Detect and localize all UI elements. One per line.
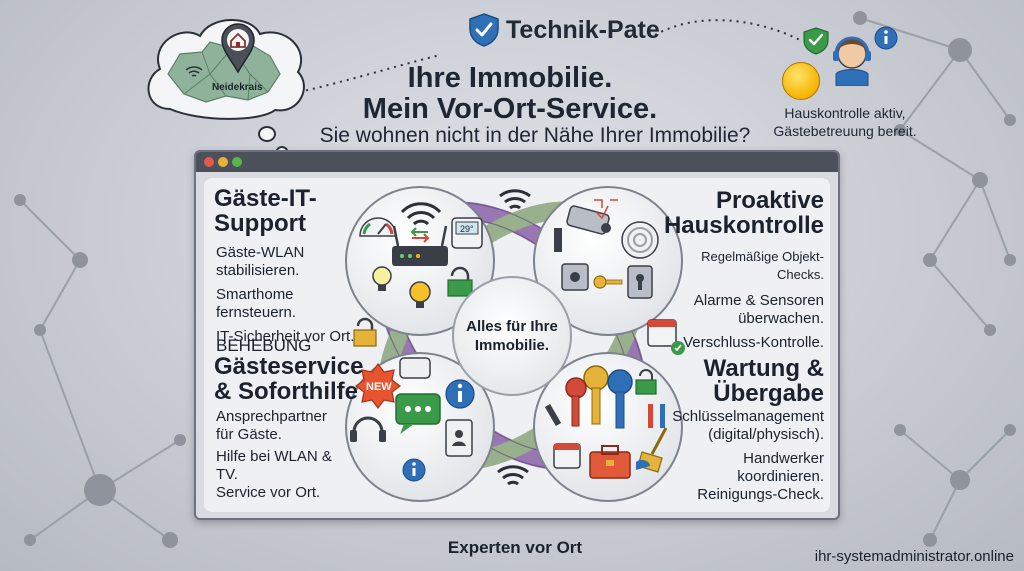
list-item: Reinigungs-Check.: [697, 486, 824, 503]
inspection-title: Proaktive Hauskontrolle: [660, 188, 824, 238]
guest-service-kicker: BEHEBUNG: [216, 336, 312, 355]
toolbox-icon: [589, 445, 631, 479]
chat-icon: [395, 357, 441, 434]
window-titlebar: [196, 152, 838, 172]
center-line-2: Immobilie.: [474, 337, 550, 354]
headline-2: Mein Vor-Ort-Service.: [362, 93, 658, 125]
brand-name: Technik-Pate: [506, 15, 660, 44]
maintenance-list: Schlüsselmanagement (digital/physisch). …: [664, 408, 824, 504]
list-item: für Gäste.: [216, 426, 282, 443]
lock-icon: [447, 266, 473, 297]
house-pin-icon: [221, 23, 255, 74]
close-dot[interactable]: [204, 157, 214, 167]
cloud-shape: [147, 19, 305, 120]
guest-service-title-2: & Soforthilfe: [214, 378, 358, 405]
wifi-icon: [499, 189, 531, 210]
shield-check-icon: [803, 27, 829, 55]
thermostat-value: 29°: [460, 224, 474, 234]
inspection-circle: [533, 186, 683, 336]
headline-1: Ihre Immobilie.: [407, 62, 613, 94]
status-line-1: Hauskontrolle aktiv,: [784, 105, 906, 121]
headset-icon: [350, 416, 386, 442]
list-item: stabilisieren.: [216, 262, 300, 279]
guest-service-title: Gästeservice & Soforthilfe: [214, 354, 363, 404]
center-text: Alles für Ihre Immobilie.: [466, 317, 558, 355]
support-agent-group: [803, 26, 898, 86]
new-badge-label: NEW: [366, 381, 392, 393]
minimize-dot[interactable]: [218, 157, 228, 167]
list-item: Regelmäßige Objekt-Checks.: [701, 249, 824, 282]
support-agent-icon: [833, 36, 871, 86]
list-item: IT-Sicherheit vor Ort.: [216, 328, 355, 345]
info-icon: [445, 379, 475, 409]
gauge-icon: [359, 217, 397, 237]
list-item: Hilfe bei WLAN &: [216, 448, 332, 465]
list-item: Service vor Ort.: [216, 484, 321, 501]
door-lock-icon: [627, 265, 653, 299]
list-item: Ansprechpartner: [216, 408, 327, 425]
new-badge: [355, 363, 401, 409]
wifi-icon: [497, 465, 529, 486]
tablet-icon: [445, 419, 473, 457]
inspection-list: Regelmäßige Objekt-Checks. Alarme & Sens…: [664, 248, 824, 352]
list-item: (digital/physisch).: [708, 426, 824, 443]
map-region-label: Neidekrais: [212, 82, 263, 93]
location-cloud: Neidekrais: [140, 14, 310, 124]
maintenance-title-2: Übergabe: [713, 380, 824, 407]
maintenance-title-1: Wartung &: [703, 355, 824, 382]
calendar-check-icon: [553, 443, 581, 469]
guest-it-title-1: Gäste-IT-: [214, 185, 317, 212]
alarm-sensor-icon: [594, 199, 659, 259]
tools-icon: [544, 403, 665, 428]
maintenance-title: Wartung & Übergabe: [660, 356, 824, 406]
guest-it-list: Gäste-WLAN stabilisieren. Smarthome fern…: [216, 244, 376, 346]
list-item: Handwerker: [743, 450, 824, 467]
router-icon: [392, 225, 448, 266]
list-item: Verschluss-Kontrolle.: [683, 334, 824, 351]
sun-icon: [782, 62, 820, 100]
info-icon: [874, 26, 898, 50]
guest-service-title-1: Gästeservice: [214, 353, 364, 380]
lock-icon: [353, 317, 377, 347]
footer-url[interactable]: ihr-systemadministrator.online: [814, 548, 1014, 565]
brand: Technik-Pate: [468, 12, 660, 48]
key-icon: [561, 263, 623, 291]
subline: Sie wohnen nicht in der Nähe Ihrer Immob…: [319, 124, 751, 147]
status-line-2: Gästebetreuung bereit.: [773, 123, 917, 139]
center-circle: Alles für Ihre Immobilie.: [452, 276, 572, 396]
inspection-title-2: Hauskontrolle: [663, 212, 824, 239]
lightbulb-icon: [372, 266, 431, 308]
broom-icon: [636, 427, 668, 473]
center-line-1: Alles für Ihre: [466, 318, 558, 335]
list-item: koordinieren.: [737, 468, 824, 485]
list-item: Smarthome fernsteuern.: [216, 286, 297, 321]
guest-service-list: Ansprechpartner für Gäste. Hilfe bei WLA…: [216, 408, 346, 502]
wifi-icon: [185, 66, 203, 77]
maximize-dot[interactable]: [232, 157, 242, 167]
guest-it-title-2: Support: [214, 210, 306, 237]
status-text: Hauskontrolle aktiv, Gästebetreuung bere…: [770, 104, 920, 140]
inspection-title-1: Proaktive: [715, 187, 824, 214]
list-item: TV.: [216, 466, 238, 483]
list-item: überwachen.: [738, 310, 824, 327]
thermostat-icon: [451, 217, 483, 249]
camera-icon: [554, 205, 611, 252]
shield-check-icon: [469, 13, 499, 47]
thought-bubble: [258, 126, 276, 142]
calendar-check-icon: [647, 319, 685, 355]
guest-it-title: Gäste-IT- Support: [214, 186, 317, 236]
list-item: Schlüsselmanagement: [672, 408, 824, 425]
keys-icon: [565, 365, 633, 429]
list-item: Alarme & Sensoren: [693, 292, 824, 309]
info-icon: [402, 458, 426, 482]
lock-icon: [635, 369, 657, 395]
wifi-icon: [400, 202, 442, 226]
list-item: Gäste-WLAN: [216, 244, 305, 261]
footer-tagline: Experten vor Ort: [447, 538, 583, 557]
